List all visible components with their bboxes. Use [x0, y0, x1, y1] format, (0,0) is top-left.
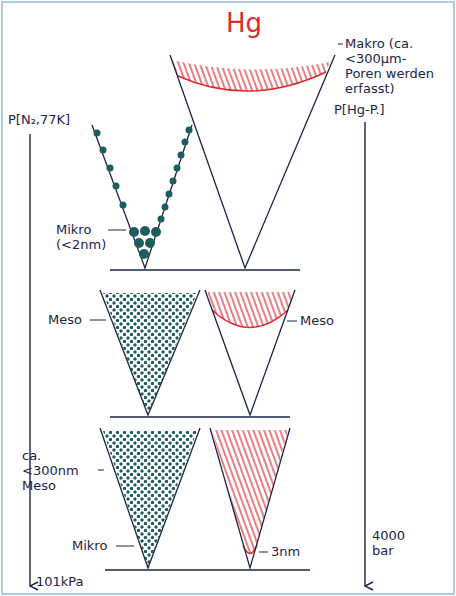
axis-label: P[N₂,77K]	[8, 112, 70, 127]
pressure-value: 101kPa	[36, 574, 84, 589]
pore-label: Mikro	[72, 538, 107, 553]
pore-label: ca. <300nm Meso	[22, 448, 98, 493]
pore-label: Meso	[48, 312, 82, 327]
range-note: Makro (ca. <300µm- Poren werden erfasst)	[345, 36, 445, 96]
pore-label: Meso	[300, 313, 334, 328]
axis-label: P[Hg-P.]	[334, 102, 385, 117]
method-title: Hg	[226, 8, 262, 38]
pore-label: Mikro (<2nm)	[56, 222, 108, 252]
pore-size: 3nm	[271, 544, 300, 559]
pressure-value: 4000 bar	[372, 528, 416, 558]
